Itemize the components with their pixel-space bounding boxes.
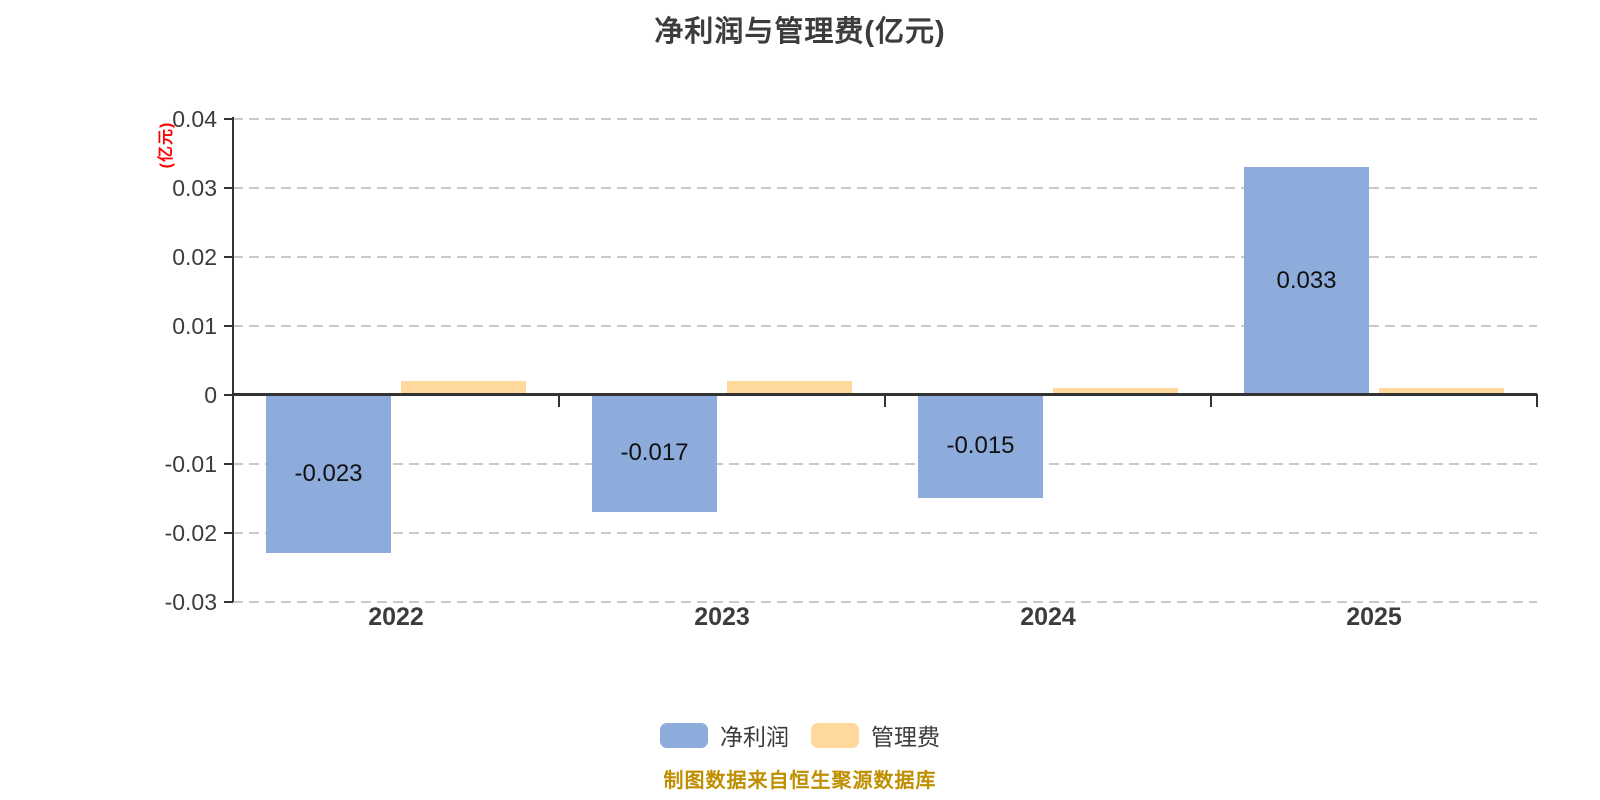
management-fee-swatch-icon [811, 722, 859, 748]
x-tick [1536, 394, 1538, 407]
bar-value-label: -0.015 [946, 432, 1015, 460]
y-tick [224, 600, 233, 603]
bar-value-label: -0.023 [294, 459, 363, 487]
y-tick-label: 0.04 [172, 105, 217, 132]
bar-净利润-2025[interactable] [1244, 166, 1369, 395]
y-axis-line [232, 117, 234, 602]
x-axis-label-2024: 2024 [1020, 603, 1076, 631]
legend-label-net-profit: 净利润 [720, 724, 789, 750]
chart-title: 净利润与管理费(亿元) [654, 16, 946, 48]
y-tick [224, 255, 233, 258]
y-tick [224, 393, 233, 396]
bar-管理费-2022[interactable] [401, 380, 526, 395]
legend-item-net-profit[interactable]: 净利润 [660, 718, 789, 752]
x-tick [558, 394, 560, 407]
x-axis-label-2022: 2022 [368, 603, 424, 631]
legend: 净利润 管理费 [660, 718, 940, 752]
x-axis-label-2023: 2023 [694, 603, 750, 631]
gridline [233, 462, 1537, 465]
y-tick-label: 0 [204, 381, 217, 408]
bar-value-label: 0.033 [1276, 266, 1337, 294]
gridline [233, 117, 1537, 120]
gridline [233, 531, 1537, 534]
y-tick [224, 531, 233, 534]
x-tick [1210, 394, 1212, 407]
bar-value-label: -0.017 [620, 439, 689, 467]
y-tick [224, 186, 233, 189]
x-tick [884, 394, 886, 407]
bar-管理费-2025[interactable] [1379, 387, 1504, 395]
gridline [233, 255, 1537, 258]
gridline [233, 186, 1537, 189]
gridline [233, 324, 1537, 327]
y-tick-label: 0.01 [172, 312, 217, 339]
net-profit-swatch-icon [660, 722, 708, 748]
bar-净利润-2024[interactable] [918, 394, 1043, 498]
gridline [233, 600, 1537, 603]
legend-label-management-fee: 管理费 [871, 724, 940, 750]
bar-净利润-2023[interactable] [592, 394, 717, 512]
bar-管理费-2024[interactable] [1053, 387, 1178, 395]
bar-净利润-2022[interactable] [266, 394, 391, 554]
y-tick-label: 0.02 [172, 243, 217, 270]
y-tick [224, 324, 233, 327]
bar-管理费-2023[interactable] [727, 380, 852, 395]
y-tick [224, 117, 233, 120]
y-tick-label: 0.03 [172, 174, 217, 201]
y-tick-label: -0.01 [164, 450, 217, 477]
y-tick-label: -0.03 [164, 588, 217, 615]
x-tick [232, 394, 234, 407]
data-source-footnote: 制图数据来自恒生聚源数据库 [663, 770, 937, 792]
y-tick-label: -0.02 [164, 519, 217, 546]
legend-item-management-fee[interactable]: 管理费 [811, 718, 940, 752]
y-tick [224, 462, 233, 465]
x-axis-label-2025: 2025 [1346, 603, 1402, 631]
